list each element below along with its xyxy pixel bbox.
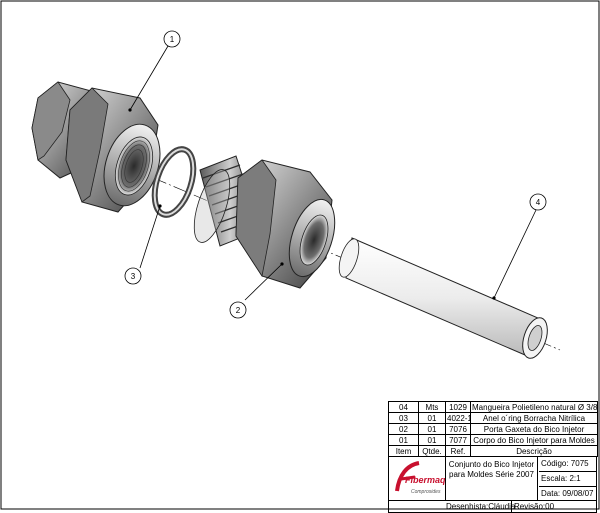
leader-3	[139, 205, 161, 269]
bom-item: 01	[388, 434, 419, 446]
bom-desc: Corpo do Bico Injetor para Moldes	[470, 434, 598, 446]
bom-row-2: 02 01 7076 Porta Gaxeta do Bico Injetor	[388, 423, 598, 435]
bom-desc: Anel o´ring Borracha Nitrílica	[470, 412, 598, 424]
bom-ref: 7077	[445, 434, 471, 446]
drafter: Desenhista:Cláudia	[446, 502, 516, 511]
bom-ref: 7076	[445, 423, 471, 435]
part-1-injector-body	[31, 81, 161, 213]
balloon-3: 3	[124, 267, 142, 285]
bom-qtde: 01	[418, 423, 446, 435]
drawing-title-line-2: para Moldes Série 2007	[449, 470, 534, 479]
balloon-2-label: 2	[236, 306, 241, 315]
bom-ref: 1029	[445, 401, 471, 413]
balloon-4-label: 4	[536, 198, 541, 207]
bill-of-materials: 04 Mts 1029 Mangueira Polietileno natura…	[388, 401, 598, 457]
title-block: 04 Mts 1029 Mangueira Polietileno natura…	[388, 401, 598, 513]
bom-qtde: 01	[418, 412, 446, 424]
balloon-4: 4	[529, 193, 547, 211]
logo-text: Fibermaq	[405, 475, 445, 485]
balloon-1: 1	[163, 30, 181, 48]
bom-header-ref: Ref.	[445, 445, 471, 457]
part-4-hose	[338, 237, 548, 359]
drawing-title: Conjunto do Bico Injetor para Moldes Sér…	[446, 457, 538, 500]
revision: Revisão:00	[511, 501, 554, 513]
company-logo: Fibermaq Comprosides	[389, 457, 446, 500]
fibermaq-logo-icon: Fibermaq Comprosides	[395, 461, 446, 495]
drawing-code: Código: 7075	[539, 457, 597, 472]
drawing-title-line-1: Conjunto do Bico Injetor	[448, 460, 535, 469]
part-2-gasket-holder	[193, 155, 336, 289]
leader-4	[493, 209, 537, 299]
bom-row-1: 01 01 7077 Corpo do Bico Injetor para Mo…	[388, 434, 598, 446]
bom-qtde: 01	[418, 434, 446, 446]
logo-subtext: Comprosides	[411, 489, 441, 495]
bom-ref: 4022-1	[445, 412, 471, 424]
drawing-authors: Desenhista:Cláudia Revisão:00 .	[389, 500, 596, 513]
balloon-2: 2	[229, 301, 247, 319]
bom-desc: Porta Gaxeta do Bico Injetor	[470, 423, 598, 435]
bom-item: 04	[388, 401, 419, 413]
drawing-date: Data: 09/08/07	[541, 489, 594, 498]
bom-desc: Mangueira Polietileno natural Ø 3/8"	[470, 401, 598, 413]
bom-item: 03	[388, 412, 419, 424]
part-3-o-ring	[151, 146, 197, 218]
drawing-metadata: Código: 7075 Escala: 2:1 Data: 09/08/07	[539, 457, 597, 500]
bom-row-4: 04 Mts 1029 Mangueira Polietileno natura…	[388, 401, 598, 413]
drawing-scale: Escala: 2:1	[539, 472, 597, 487]
bom-item: 02	[388, 423, 419, 435]
bom-header-item: Item	[388, 445, 419, 457]
bom-header-row: Item Qtde. Ref. Descrição	[388, 445, 598, 457]
balloon-3-label: 3	[131, 272, 136, 281]
bom-header-qtde: Qtde.	[418, 445, 446, 457]
leader-1	[129, 45, 169, 111]
bom-header-desc: Descrição	[470, 445, 598, 457]
balloon-1-label: 1	[170, 35, 175, 44]
title-block-info: Fibermaq Comprosides Conjunto do Bico In…	[388, 457, 597, 513]
leader-2	[244, 263, 283, 301]
bom-qtde: Mts	[418, 401, 446, 413]
bom-row-3: 03 01 4022-1 Anel o´ring Borracha Nitríl…	[388, 412, 598, 424]
